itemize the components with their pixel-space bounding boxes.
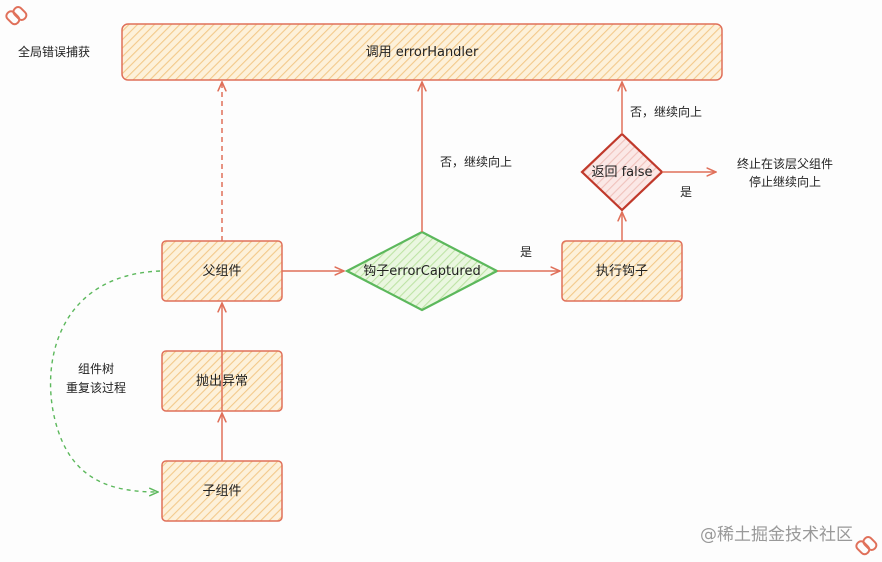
child-component-box: 子组件 bbox=[161, 460, 283, 522]
edge-label-no-continue-1: 否，继续向上 bbox=[440, 154, 512, 169]
stop-label-line2: 停止继续向上 bbox=[749, 174, 821, 189]
hook-error-captured-diamond: 钩子errorCaptured bbox=[344, 230, 500, 312]
link-icon-bottom-right bbox=[855, 536, 878, 556]
hook-error-captured-label: 钩子errorCaptured bbox=[363, 264, 480, 279]
global-catch-label: 全局错误捕获 bbox=[18, 44, 90, 59]
execute-hook-label: 执行钩子 bbox=[596, 264, 648, 279]
link-icon-top-left bbox=[5, 6, 28, 26]
watermark: @稀土掘金技术社区 bbox=[700, 525, 853, 545]
edge-label-yes-2: 是 bbox=[680, 185, 692, 199]
edge-label-no-continue-2: 否，继续向上 bbox=[630, 104, 702, 119]
error-handler-box: 调用 errorHandler bbox=[121, 23, 723, 81]
parent-component-box: 父组件 bbox=[161, 240, 283, 302]
execute-hook-box: 执行钩子 bbox=[561, 240, 683, 302]
repeat-label-line2: 重复该过程 bbox=[66, 380, 126, 395]
return-false-diamond: 返回 false bbox=[580, 132, 664, 212]
return-false-label: 返回 false bbox=[591, 165, 652, 180]
arrow-repeat-loop bbox=[49, 270, 161, 492]
parent-component-label: 父组件 bbox=[202, 264, 241, 279]
error-handler-label: 调用 errorHandler bbox=[366, 45, 479, 60]
edge-label-yes-1: 是 bbox=[520, 245, 532, 259]
child-component-label: 子组件 bbox=[202, 484, 241, 499]
repeat-label-line1: 组件树 bbox=[78, 361, 114, 376]
stop-label-line1: 终止在该层父组件 bbox=[737, 156, 833, 171]
